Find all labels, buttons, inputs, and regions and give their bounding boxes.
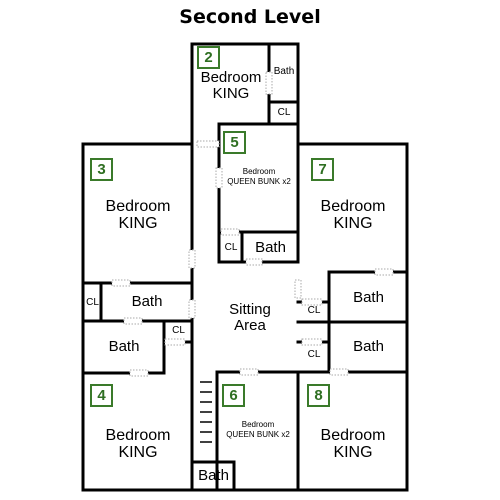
bath-label: Bath: [353, 289, 384, 306]
bed-type: KING: [118, 214, 158, 232]
sitting-line-2: Area: [234, 316, 266, 334]
room-name: Bedroom: [105, 198, 171, 215]
room-number-badge: 4: [90, 384, 113, 407]
stairs-icon: [200, 381, 212, 443]
outer-wall: [81, 42, 409, 492]
bath-label: Bath: [198, 467, 229, 484]
room-8-label: Bedroom KING: [299, 427, 407, 462]
bed-type: KING: [333, 214, 373, 232]
room-number-badge: 8: [307, 384, 330, 407]
room-name: Bedroom: [242, 167, 276, 176]
room-2-label: Bedroom KING: [193, 70, 269, 102]
wall: [190, 460, 236, 492]
room-name: Bedroom: [320, 427, 386, 444]
bed-type: KING: [118, 443, 158, 461]
bath-label: Bath: [255, 239, 286, 256]
bath-label: Bath: [108, 338, 140, 355]
closet-label: CL: [172, 325, 185, 336]
room-3-label: Bedroom KING: [84, 198, 192, 233]
room-number-badge: 7: [311, 158, 334, 181]
room-4-label: Bedroom KING: [84, 427, 192, 462]
closet-label: CL: [277, 107, 291, 118]
bed-type: KING: [212, 84, 250, 102]
room-number-badge: 6: [222, 384, 245, 407]
closet-label: CL: [224, 242, 238, 253]
closet-label: CL: [307, 305, 321, 316]
bath-label: Bath: [273, 66, 295, 77]
bed-type: KING: [333, 443, 373, 461]
page-title: Second Level: [179, 6, 321, 28]
bath-label: Bath: [353, 338, 384, 355]
door-openings: [111, 71, 394, 377]
closet-label: CL: [307, 349, 321, 360]
room-name: Bedroom: [241, 420, 275, 429]
room-name: Bedroom: [200, 69, 262, 86]
sitting-line-1: Sitting: [229, 301, 271, 318]
room-name: Bedroom: [320, 198, 386, 215]
room-number-badge: 2: [197, 46, 220, 69]
bed-type: QUEEN BUNK x2: [227, 176, 291, 186]
room-name: Bedroom: [105, 427, 171, 444]
bed-type: QUEEN BUNK x2: [226, 429, 290, 439]
room-7-label: Bedroom KING: [299, 198, 407, 233]
room-5-label: Bedroom QUEEN BUNK x2: [220, 167, 298, 186]
room-6-label: Bedroom QUEEN BUNK x2: [218, 420, 298, 439]
closet-label: CL: [86, 297, 99, 308]
room-number-badge: 3: [90, 158, 113, 181]
sitting-area-label: Sitting Area: [219, 302, 281, 334]
bath-label: Bath: [131, 293, 163, 310]
room-number-badge: 5: [223, 131, 246, 154]
